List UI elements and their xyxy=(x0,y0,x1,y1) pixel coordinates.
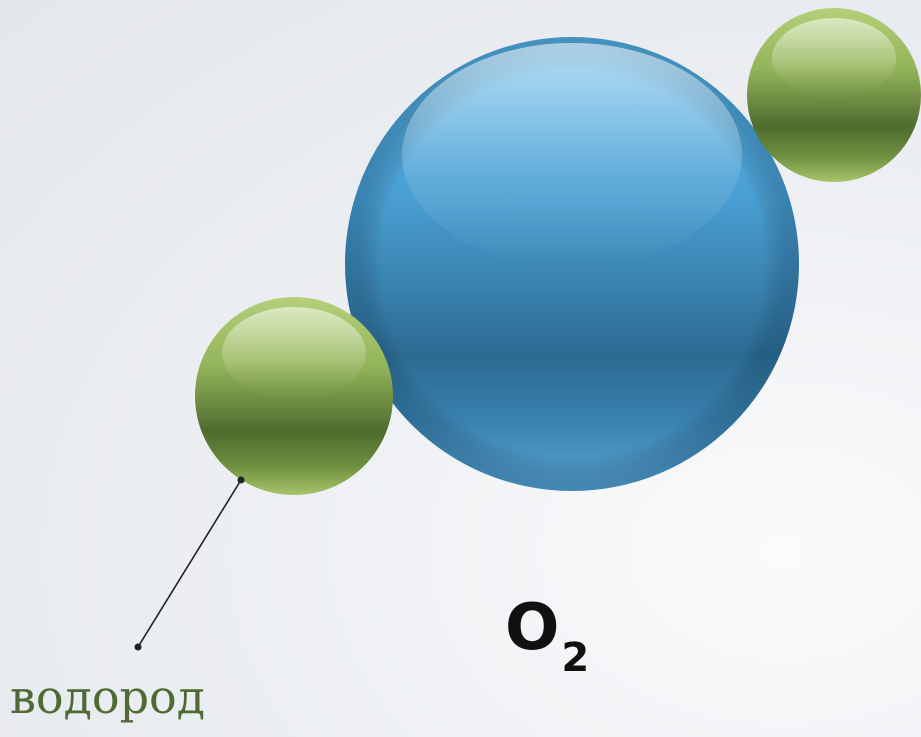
pointer-dot-start xyxy=(134,643,142,651)
hydrogen-label: водород xyxy=(10,670,206,724)
pointer-dot-end xyxy=(237,476,245,484)
oxygen-atom xyxy=(345,37,799,491)
formula-subscript: 2 xyxy=(561,635,590,681)
hydrogen-atom-left xyxy=(195,297,393,495)
formula-element: O xyxy=(505,591,560,665)
label-pointer xyxy=(134,476,245,651)
molecule-formula: O2 xyxy=(505,596,589,678)
hydrogen-atom-top-right xyxy=(747,8,921,182)
